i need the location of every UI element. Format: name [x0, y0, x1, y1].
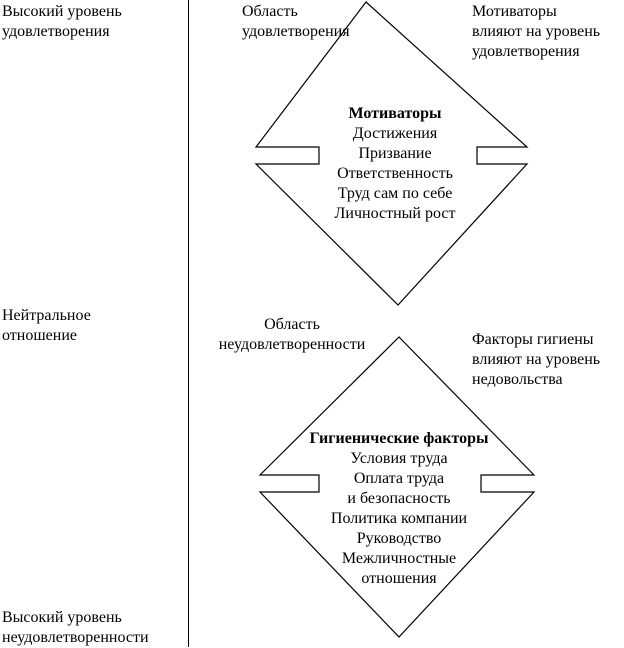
satisfaction-area-label: Область удовлетворения	[242, 3, 350, 40]
axis-label-high-dissatisfaction: Высокий уровень неудовлетворенности	[2, 609, 149, 646]
motivator-item: Личностный рост	[334, 205, 456, 222]
dissatisfaction-area-label: Область неудовлетворенности	[218, 316, 366, 353]
hygiene-title: Гигиенические факторы	[309, 430, 489, 447]
scale-axis-line	[188, 0, 189, 647]
hygiene-content: Гигиенические факторы Условия труда Опла…	[290, 429, 508, 589]
motivators-content: Мотиваторы Достижения Призвание Ответств…	[300, 104, 490, 224]
motivator-item: Труд сам по себе	[337, 185, 453, 202]
hygiene-arrow-shape	[258, 336, 536, 638]
hygiene-item: отношения	[361, 570, 437, 587]
axis-label-high-satisfaction: Высокий уровень удовлетворения	[2, 3, 122, 40]
hygiene-item: Оплата труда	[353, 470, 445, 487]
hygiene-item: и безопасность	[347, 490, 451, 507]
hygiene-item: Руководство	[356, 530, 442, 547]
hygiene-effect-note: Факторы гигиены влияют на уровень недово…	[472, 331, 601, 388]
hygiene-item: Межличностные	[341, 550, 457, 567]
motivator-item: Призвание	[358, 145, 432, 162]
hygiene-item: Политика компании	[330, 510, 468, 527]
hygiene-item: Условия труда	[350, 450, 448, 467]
motivator-item: Достижения	[352, 125, 438, 142]
motivator-item: Ответственность	[337, 165, 453, 182]
motivators-effect-note: Мотиваторы влияют на уровень удовлетворе…	[472, 3, 601, 60]
motivators-arrow-shape	[254, 1, 529, 306]
axis-label-neutral: Нейтральное отношение	[2, 307, 91, 344]
motivators-title: Мотиваторы	[348, 105, 442, 122]
